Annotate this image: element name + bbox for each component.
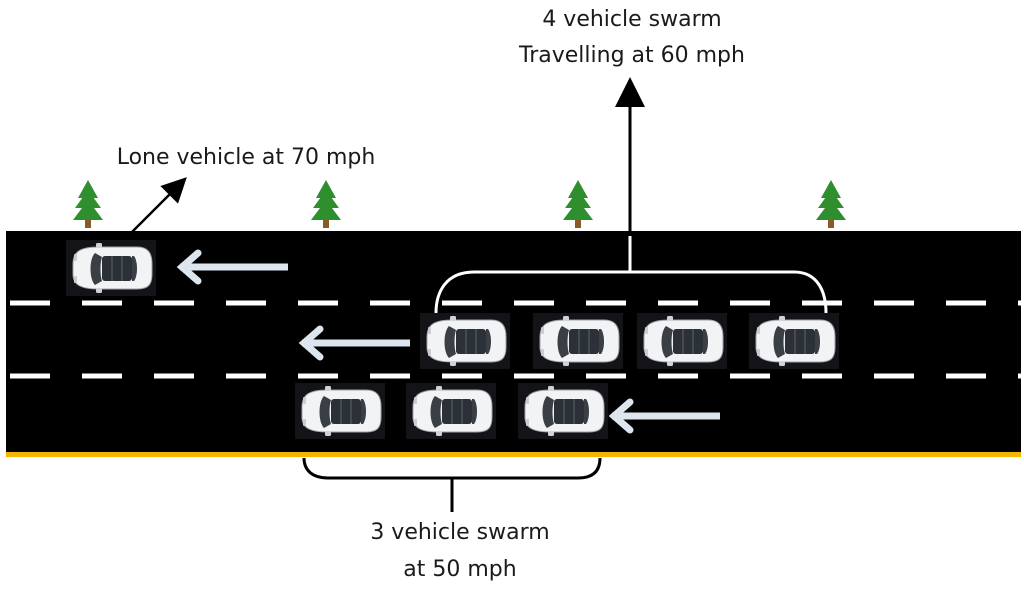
pine-tree-icon	[311, 180, 341, 228]
swarm3-label-line2: at 50 mph	[403, 557, 516, 582]
swarm4-label-line1: 4 vehicle swarm	[542, 7, 721, 32]
swarm4-label-line2: Travelling at 60 mph	[518, 43, 745, 68]
road-edge-line	[6, 452, 1021, 457]
swarm4-vehicle	[532, 312, 624, 370]
pine-tree-icon	[563, 180, 593, 228]
pine-tree-icon	[816, 180, 846, 228]
swarm4-vehicle	[636, 312, 728, 370]
lone-vehicle-label: Lone vehicle at 70 mph	[117, 145, 376, 170]
lone-callout-arrow	[131, 177, 187, 233]
swarm3-vehicle	[517, 382, 609, 440]
swarm3-vehicle	[294, 382, 386, 440]
lone-vehicle	[65, 239, 157, 297]
pine-tree-icon	[73, 180, 103, 228]
swarm4-vehicle	[419, 312, 511, 370]
swarm3-vehicle	[405, 382, 497, 440]
swarm3-label-line1: 3 vehicle swarm	[370, 520, 549, 545]
road	[6, 231, 1021, 455]
swarm3-bracket	[302, 457, 602, 480]
swarm4-vehicle	[748, 312, 840, 370]
swarm4-bracket	[434, 270, 828, 314]
